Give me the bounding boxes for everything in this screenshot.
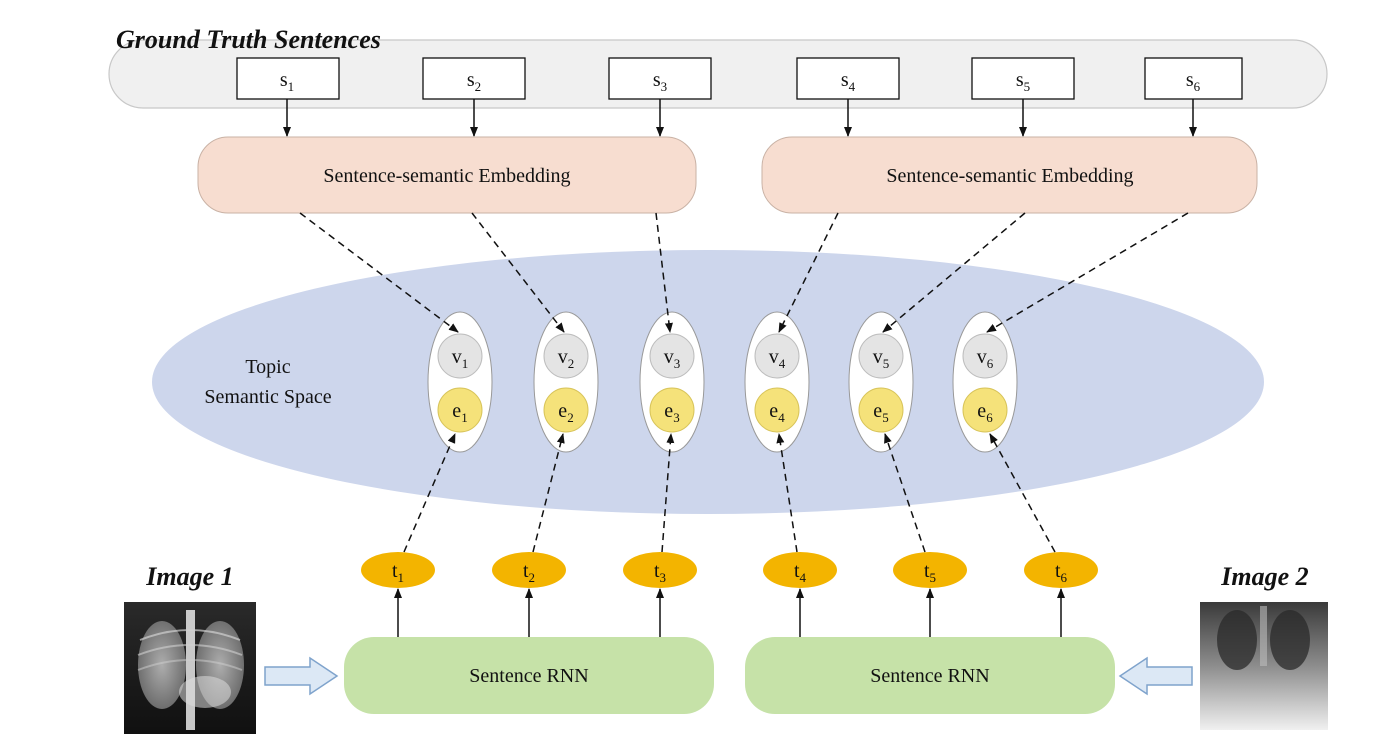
e-node [649,387,695,433]
e-node [437,387,483,433]
image1-to-rnn-arrow [264,656,339,696]
v-node [543,333,589,379]
t-nodes: t1 t2 t3 t4 t5 t6 [361,552,1098,588]
svg-text:s6: s6 [1186,69,1201,94]
v-node [649,333,695,379]
sentence-box-s2: s2 [422,57,526,100]
svg-text:t1: t1 [392,560,404,585]
svg-text:t6: t6 [1055,560,1068,585]
v-node [754,333,800,379]
e-node [962,387,1008,433]
v-node [858,333,904,379]
chest-xray-image-1 [124,602,256,734]
topic-space-label: Semantic Space [204,386,331,408]
node-group-3: v3 e3 [639,311,705,453]
svg-text:Sentence RNN: Sentence RNN [870,665,989,687]
image1-label: Image 1 [145,562,233,591]
image2-to-rnn-arrow [1118,656,1193,696]
dashed-arrow-e5 [884,433,926,553]
dashed-arrow-v4 [778,212,839,333]
v-node [437,333,483,379]
dashed-arrow-e1 [403,433,456,553]
t-node-2: t2 [492,552,566,588]
t-node-1: t1 [361,552,435,588]
node-group-2: v2 e2 [533,311,599,453]
t-node-5: t5 [893,552,967,588]
svg-text:e4: e4 [769,400,785,425]
svg-text:v4: v4 [769,346,786,371]
svg-text:e5: e5 [873,400,888,425]
topic-space-label: Topic [245,356,290,378]
rnn-to-t-arrows [394,588,1065,637]
e-node [754,387,800,433]
dashed-arrow-e2 [532,433,565,553]
svg-text:t2: t2 [523,560,535,585]
dashed-arrow-v3 [655,212,673,333]
t-node-3: t3 [623,552,697,588]
sentence-boxes: s1 s2 s3 s4 s5 s6 [236,57,1243,100]
e-node [858,387,904,433]
sentence-rnn-right: Sentence RNN [745,637,1115,714]
svg-text:v5: v5 [873,346,890,371]
svg-text:s1: s1 [280,69,294,94]
sentence-box-s4: s4 [796,57,900,100]
svg-text:s3: s3 [653,69,667,94]
t-node-4: t4 [763,552,837,588]
sentence-box-s6: s6 [1144,57,1243,100]
svg-text:t4: t4 [794,560,807,585]
sentence-rnn-left: Sentence RNN [344,637,714,714]
chest-xray-image-2 [1200,602,1328,730]
dashed-arrow-v1 [299,212,459,333]
sentence-box-s3: s3 [608,57,712,100]
svg-text:Sentence-semantic Embedding: Sentence-semantic Embedding [323,165,570,187]
node-group-6: v6 e6 [952,311,1018,453]
svg-text:v2: v2 [558,346,575,371]
node-group-1: v1 e1 [427,311,493,453]
sentence-to-embedding-arrows [283,99,1197,137]
ground-truth-title: Ground Truth Sentences [116,25,381,54]
svg-text:t5: t5 [924,560,936,585]
svg-text:t3: t3 [654,560,666,585]
node-group-5: v5 e5 [848,311,914,453]
dashed-arrow-v5 [882,212,1026,333]
topic-semantic-space [152,250,1264,514]
svg-text:e6: e6 [977,400,993,425]
embedding-box-right: Sentence-semantic Embedding [761,136,1258,214]
node-group-4: v4 e4 [744,311,810,453]
svg-text:v3: v3 [664,346,681,371]
svg-text:s2: s2 [467,69,481,94]
svg-text:Sentence RNN: Sentence RNN [469,665,588,687]
embedding-box-left: Sentence-semantic Embedding [197,136,697,214]
v-node [962,333,1008,379]
dashed-arrow-v2 [471,212,565,333]
e-node [543,387,589,433]
svg-text:v1: v1 [452,346,469,371]
svg-text:e1: e1 [452,400,467,425]
svg-text:e2: e2 [558,400,573,425]
image2-label: Image 2 [1220,562,1308,591]
t-to-e-arrows [403,433,1056,553]
sentence-box-s5: s5 [971,57,1075,100]
dashed-arrow-v6 [986,212,1189,333]
svg-text:s4: s4 [841,69,856,94]
svg-text:e3: e3 [664,400,679,425]
t-node-6: t6 [1024,552,1098,588]
svg-text:Sentence-semantic Embedding: Sentence-semantic Embedding [886,165,1133,187]
svg-text:v6: v6 [977,346,994,371]
embedding-to-v-arrows [299,212,1189,333]
svg-text:s5: s5 [1016,69,1030,94]
dashed-arrow-e4 [776,433,798,553]
sentence-box-s1: s1 [236,57,340,100]
dashed-arrow-e3 [661,433,675,553]
dashed-arrow-e6 [989,433,1056,553]
